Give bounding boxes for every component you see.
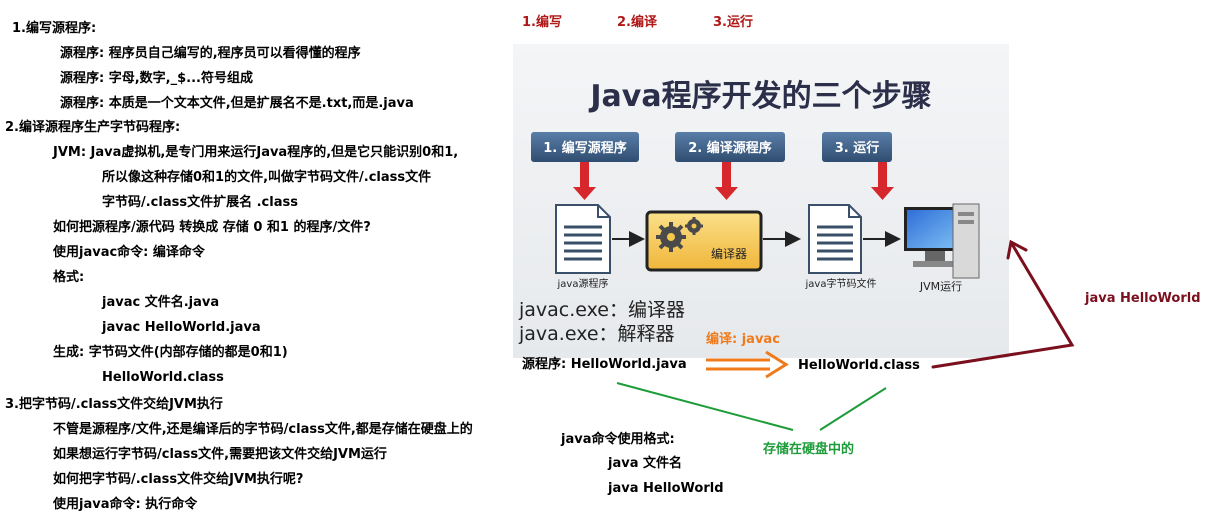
section-2-line-5: 使用javac命令: 编译命令 <box>53 245 205 260</box>
section-2-line-4: 如何把源程序/源代码 转换成 存储 0 和1 的程序/文件? <box>53 220 371 235</box>
java-usage-title: java命令使用格式: <box>561 432 675 447</box>
section-3-line-1: 不管是源程序/文件,还是编译后的字节码/class文件,都是存储在硬盘上的 <box>53 422 473 437</box>
java-exe-line: java.exe：解释器 <box>518 323 675 345</box>
section-2-line-8: javac HelloWorld.java <box>102 320 261 335</box>
source-file-caption: java源程序 <box>557 277 609 290</box>
section-3-line-3: 如何把字节码/.class文件交给JVM执行呢? <box>53 472 304 487</box>
source-file-icon <box>555 204 611 274</box>
section-2-line-9: 生成: 字节码文件(内部存储的都是0和1) <box>53 345 288 360</box>
section-2-line-7: javac 文件名.java <box>102 295 220 310</box>
svg-text:2. 编译源程序: 2. 编译源程序 <box>688 140 772 156</box>
computer-icon <box>904 203 980 279</box>
source-label: 源程序: HelloWorld.java <box>522 357 687 372</box>
disk-label: 存储在硬盘中的 <box>763 442 855 457</box>
section-2-line-3: 字节码/.class文件扩展名 .class <box>102 195 298 210</box>
javac-exe-line: javac.exe：编译器 <box>518 299 685 321</box>
section-1-title: 1.编写源程序: <box>12 21 97 36</box>
top-step-1: 1.编写 <box>522 15 562 30</box>
class-label: HelloWorld.class <box>798 358 920 373</box>
section-2-title: 2.编译源程序生产字节码程序: <box>5 120 181 135</box>
section-1-line-3: 源程序: 本质是一个文本文件,但是扩展名不是.txt,而是.java <box>60 96 414 111</box>
bytecode-file-caption: java字节码文件 <box>805 277 877 290</box>
diagram-step-3: 3. 运行 <box>822 132 892 162</box>
section-3-line-2: 如果想运行字节码/class文件,需要把该文件交给JVM运行 <box>53 447 387 462</box>
diagram-step-2: 2. 编译源程序 <box>675 132 785 162</box>
java-usage-2: java HelloWorld <box>608 481 724 496</box>
jvm-caption: JVM运行 <box>919 280 962 293</box>
section-3-title: 3.把字节码/.class文件交给JVM执行 <box>5 397 223 412</box>
section-1-line-2: 源程序: 字母,数字,_$...符号组成 <box>60 71 253 86</box>
section-1-line-1: 源程序: 程序员自己编写的,程序员可以看得懂的程序 <box>60 46 361 61</box>
bytecode-file-icon <box>808 204 862 274</box>
section-2-line-10: HelloWorld.class <box>102 370 224 385</box>
section-2-line-2: 所以像这种存储0和1的文件,叫做字节码文件/.class文件 <box>102 170 432 185</box>
down-arrows <box>573 162 894 200</box>
section-3-line-4: 使用java命令: 执行命令 <box>53 497 198 512</box>
compile-label: 编译: javac <box>706 332 780 347</box>
java-usage-1: java 文件名 <box>608 456 683 471</box>
compiler-label: 编译器 <box>711 246 747 261</box>
svg-text:3. 运行: 3. 运行 <box>835 140 880 156</box>
section-2-line-6: 格式: <box>53 270 85 285</box>
diagram-background <box>513 44 1009 358</box>
svg-text:1. 编写源程序: 1. 编写源程序 <box>543 140 627 156</box>
run-label: java HelloWorld <box>1085 291 1201 306</box>
gear-icon <box>656 217 703 252</box>
diagram-step-1: 1. 编写源程序 <box>531 132 639 162</box>
section-2-line-1: JVM: Java虚拟机,是专门用来运行Java程序的,但是它只能识别0和1, <box>53 145 459 160</box>
java-dev-steps-diagram: Java程序开发的三个步骤 1. 编写源程序 2. 编译源程序 3. 运行 ja… <box>513 44 1009 358</box>
diagram-title: Java程序开发的三个步骤 <box>588 79 931 114</box>
top-step-2: 2.编译 <box>617 15 657 30</box>
disk-storage-lines <box>616 382 887 431</box>
compiler-box: 编译器 <box>645 210 763 272</box>
top-step-3: 3.运行 <box>713 15 753 30</box>
